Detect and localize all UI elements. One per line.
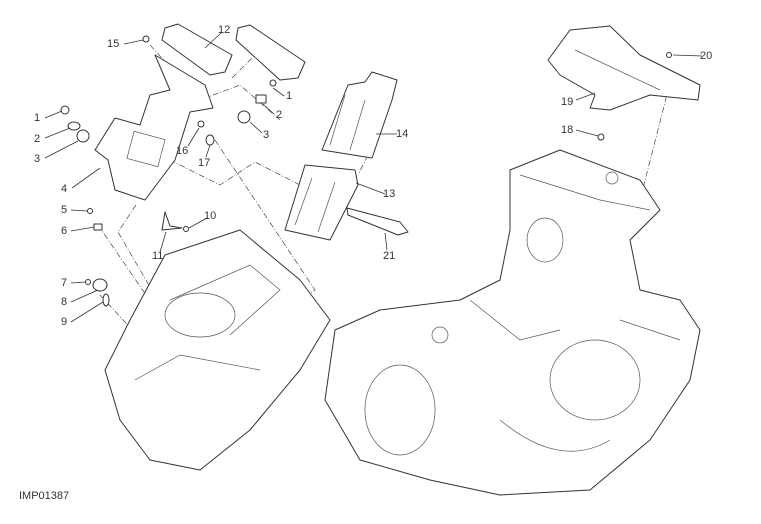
callout-13: 13 (383, 188, 396, 200)
callout-1: 1 (286, 90, 293, 102)
callout-2: 2 (276, 109, 283, 121)
callout-21: 21 (383, 250, 396, 262)
callout-11: 11 (152, 250, 164, 262)
callout-18: 18 (561, 124, 574, 136)
callout-8: 8 (61, 296, 68, 308)
callout-17: 17 (198, 157, 211, 169)
fasteners (60, 35, 672, 307)
callout-5: 5 (61, 204, 68, 216)
callout-2: 2 (34, 133, 41, 145)
callout-19: 19 (561, 96, 574, 108)
callout-20: 20 (700, 50, 713, 62)
part-13-box (284, 164, 359, 241)
callout-3: 3 (34, 153, 41, 165)
callout-1: 1 (34, 112, 41, 124)
callout-10: 10 (204, 210, 217, 222)
callout-leaders (44, 32, 703, 323)
engine-assembly (324, 149, 701, 496)
part-4-bracket (94, 54, 214, 201)
callout-3: 3 (263, 129, 270, 141)
part-12-cover (161, 23, 306, 81)
callout-6: 6 (61, 225, 68, 237)
part-21-strap (346, 207, 409, 236)
callout-9: 9 (61, 316, 68, 328)
airbox-housing (104, 229, 331, 471)
callout-16: 16 (176, 145, 189, 157)
callout-7: 7 (61, 277, 68, 289)
diagram-code: IMP01387 (19, 490, 70, 502)
callout-4: 4 (61, 183, 68, 195)
callout-14: 14 (396, 128, 409, 140)
callout-15: 15 (107, 38, 120, 50)
callout-12: 12 (218, 24, 231, 36)
part-14-box (321, 71, 398, 159)
part-19-cover (547, 25, 701, 111)
